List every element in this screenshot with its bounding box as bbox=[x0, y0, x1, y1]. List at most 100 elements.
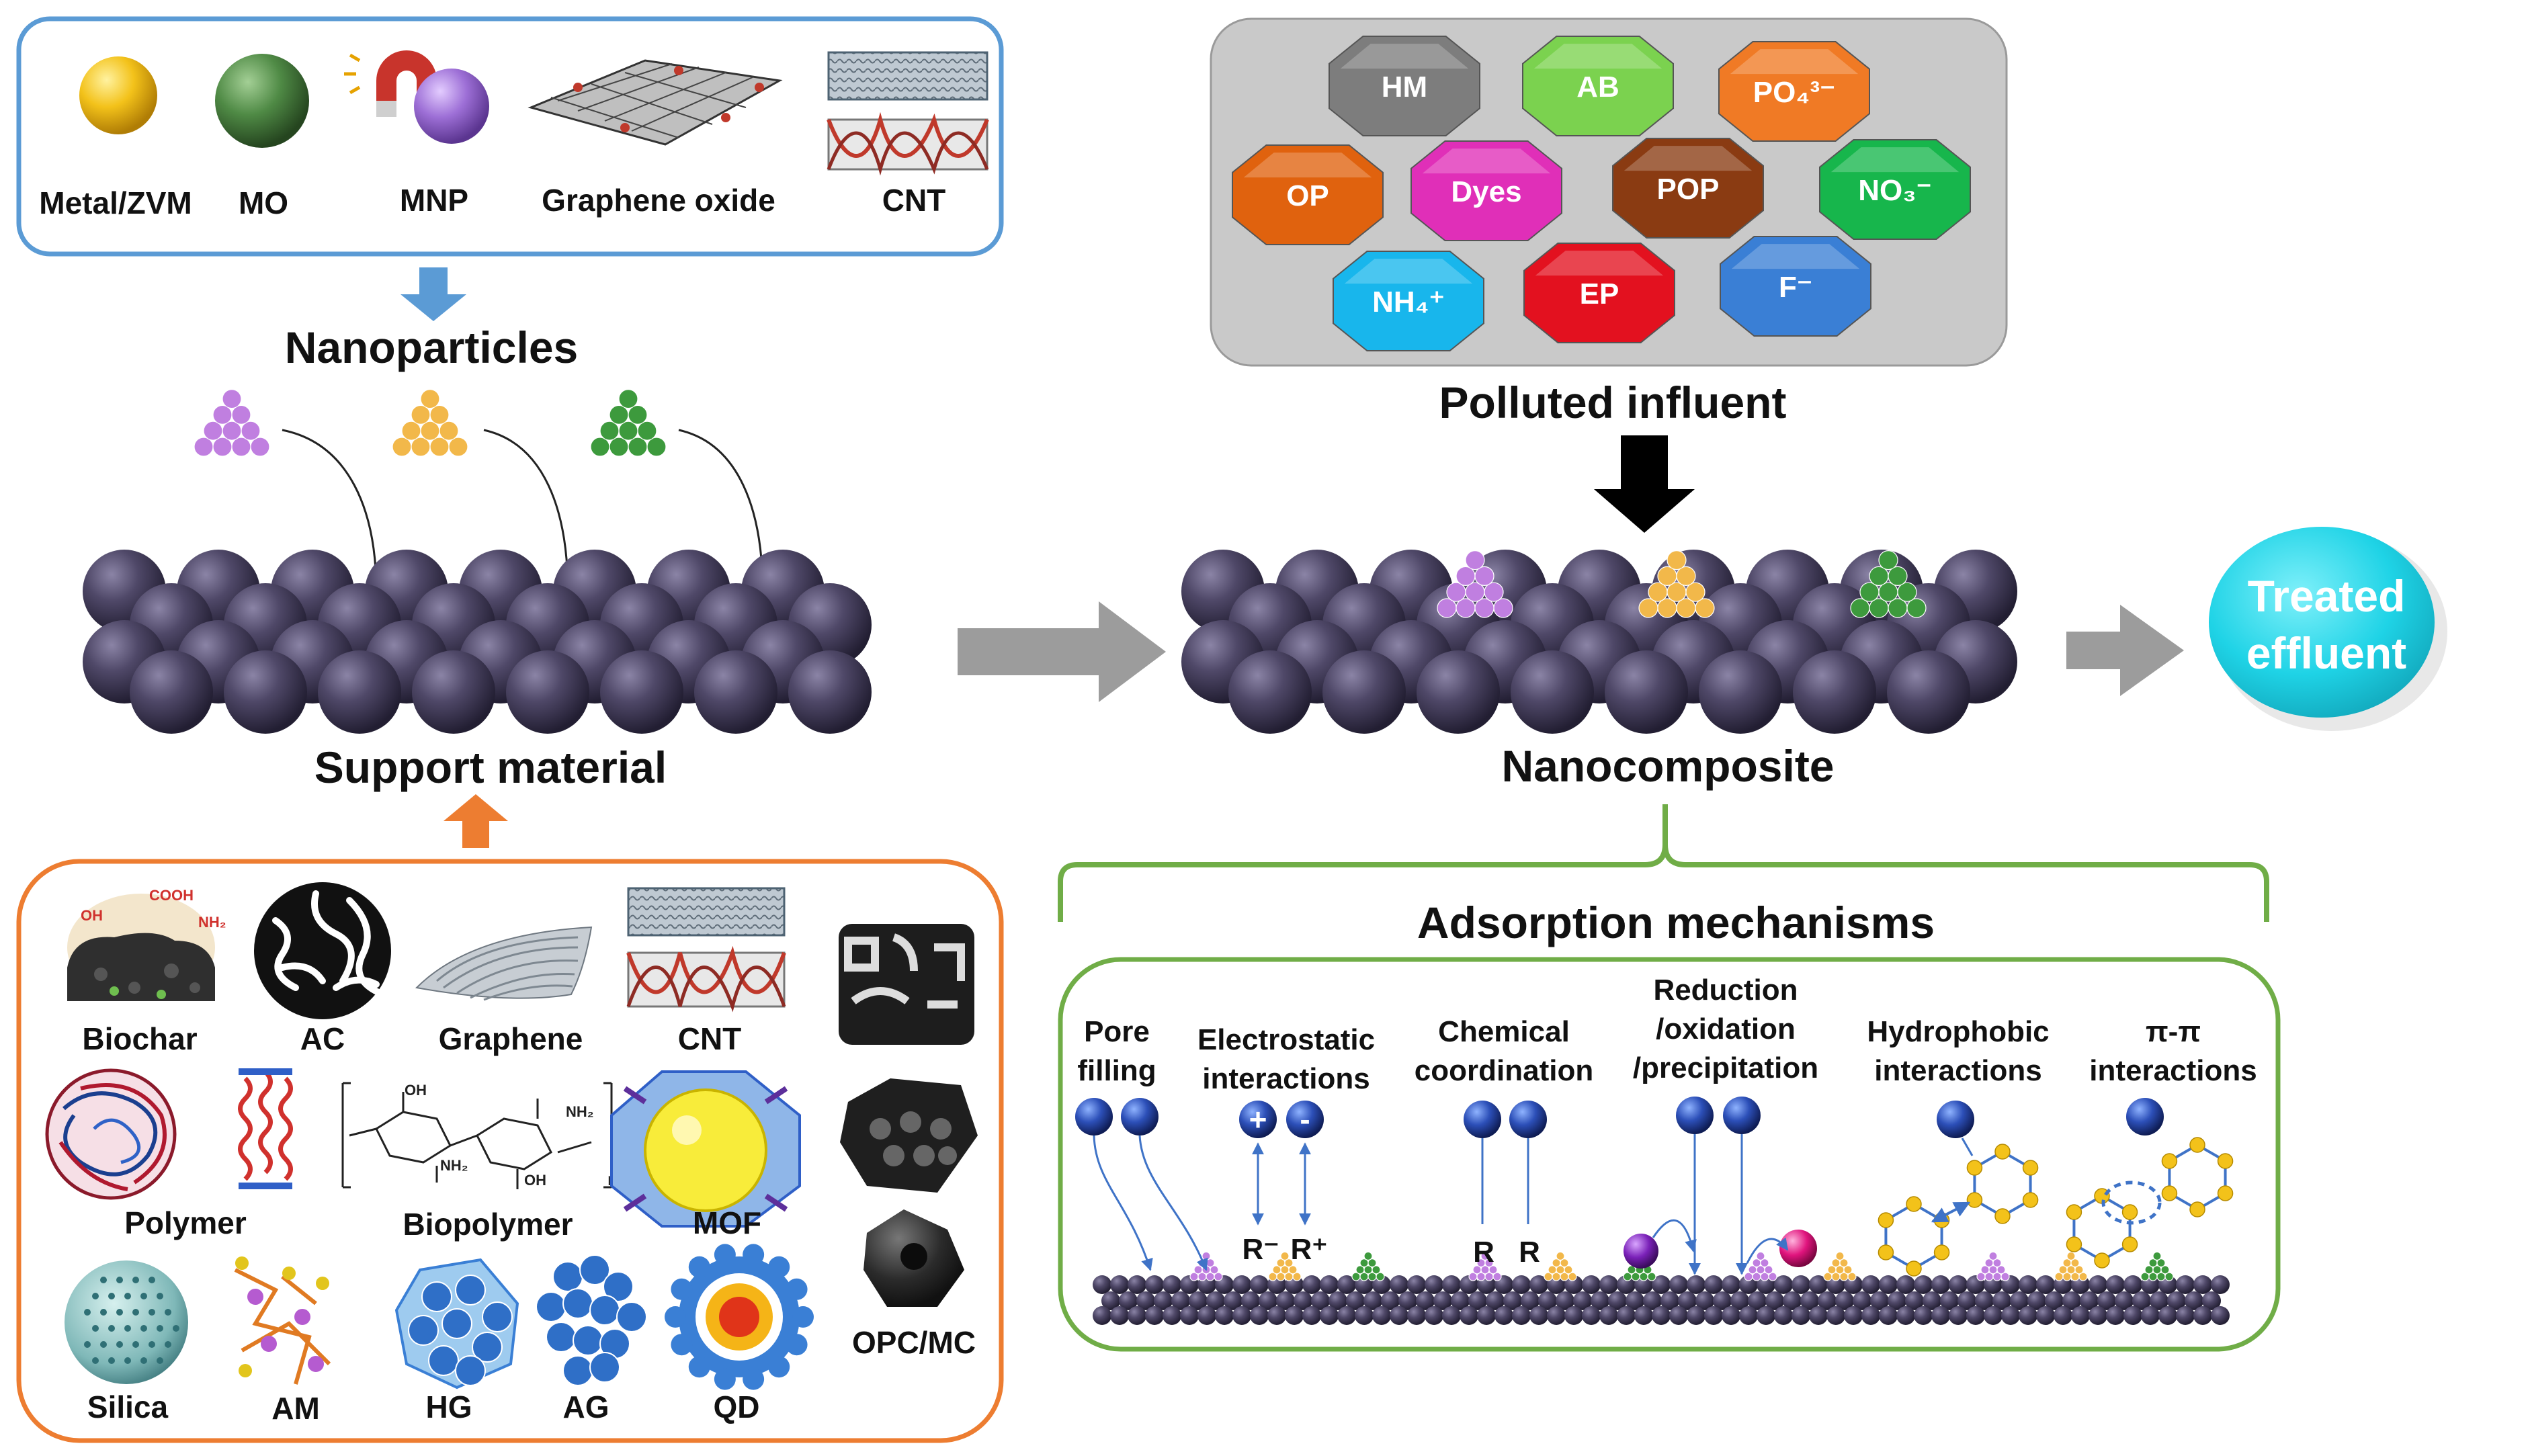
pollutant-badge: Dyes bbox=[1410, 140, 1562, 241]
adsorbate-ball bbox=[1509, 1101, 1547, 1138]
aerogel-icon bbox=[536, 1254, 647, 1386]
support-label-mof: MOF bbox=[693, 1205, 761, 1240]
support-label-graphene: Graphene bbox=[439, 1021, 583, 1056]
pi-pi-benzene-rings bbox=[2066, 1137, 2234, 1269]
green-nanoparticle-cluster bbox=[1850, 550, 1927, 618]
pollutant-badge: PO₄³⁻ bbox=[1718, 41, 1870, 142]
silica-icon bbox=[65, 1260, 188, 1384]
support-sphere bbox=[788, 650, 872, 734]
positive-charge-ball: + bbox=[1239, 1101, 1277, 1138]
small-nanoparticle-cluster bbox=[1823, 1251, 1857, 1281]
graphene-oxide-sheet-icon bbox=[528, 59, 783, 146]
adsorption-mechanisms-box bbox=[1058, 957, 2281, 1352]
carbon-nanotube-icon-support bbox=[626, 887, 786, 1013]
biochar-oh-label: OH bbox=[81, 907, 103, 924]
hydrophobic-line bbox=[1961, 1138, 1974, 1156]
negative-charge-ball: - bbox=[1286, 1101, 1324, 1138]
r-label-1: R bbox=[1473, 1236, 1494, 1269]
support-label-opc-mc: OPC/MC bbox=[852, 1325, 976, 1360]
treated-effluent-line2: effluent bbox=[2246, 628, 2406, 678]
support-sphere bbox=[1887, 650, 1970, 734]
metal-zvm-icon bbox=[79, 56, 157, 134]
support-label-qd: QD bbox=[714, 1389, 760, 1424]
np-label-mnp: MNP bbox=[400, 183, 468, 218]
pore-filling-arrow-2 bbox=[1138, 1135, 1208, 1271]
biopolymer-nh2-label-2: NH₂ bbox=[440, 1157, 468, 1174]
mechanism-label-line: /oxidation bbox=[1656, 1013, 1796, 1045]
support-sphere bbox=[224, 650, 307, 734]
mechanism-label-line: π-π bbox=[2146, 1015, 2201, 1048]
support-sphere bbox=[1605, 650, 1688, 734]
nanoparticle-clusters bbox=[194, 388, 667, 457]
magnetic-nanoparticle-icon bbox=[414, 69, 489, 144]
support-up-arrow bbox=[444, 794, 508, 848]
support-label-polymer: Polymer bbox=[124, 1205, 247, 1240]
pore-filling-arrow-1 bbox=[1093, 1135, 1153, 1271]
mof-icon bbox=[610, 1070, 801, 1228]
small-nanoparticle-cluster bbox=[1468, 1251, 1502, 1281]
mechanism-label-line: Reduction bbox=[1653, 974, 1798, 1007]
small-nanoparticle-cluster bbox=[1544, 1251, 1577, 1281]
adsorbate-ball bbox=[1937, 1101, 1974, 1138]
nanoparticles-heading: Nanoparticles bbox=[285, 323, 578, 372]
support-sphere bbox=[694, 650, 777, 734]
pi-pi-dashed-interaction bbox=[2101, 1181, 2162, 1225]
pollutant-badge: HM bbox=[1329, 36, 1480, 136]
r-plus-label: R⁺ bbox=[1291, 1233, 1328, 1266]
support-sphere bbox=[1417, 650, 1500, 734]
support-sphere bbox=[412, 650, 495, 734]
orange-nanoparticle-cluster bbox=[392, 388, 468, 457]
support-label-cnt: CNT bbox=[678, 1021, 742, 1056]
minus-sign: - bbox=[1300, 1102, 1310, 1137]
support-sphere bbox=[506, 650, 589, 734]
mechanism-label-line: Pore bbox=[1084, 1015, 1150, 1048]
nanocomposite-heading: Nanocomposite bbox=[1501, 741, 1834, 791]
mechanism-label-line: interactions bbox=[2089, 1054, 2257, 1087]
polymer-icon bbox=[45, 1068, 177, 1200]
activated-carbon-icon bbox=[254, 882, 391, 1019]
support-label-biopolymer: Biopolymer bbox=[403, 1207, 573, 1242]
pollutant-label: Dyes bbox=[1451, 175, 1521, 208]
treated-effluent-line1: Treated bbox=[2248, 571, 2406, 621]
support-label-silica: Silica bbox=[87, 1389, 169, 1424]
biopolymer-structure-icon bbox=[341, 1082, 613, 1189]
mechanism-nanoparticles bbox=[1189, 1251, 2174, 1281]
support-label-am: AM bbox=[271, 1391, 320, 1426]
support-sphere bbox=[318, 650, 401, 734]
hydrophobic-arrow bbox=[1931, 1201, 1971, 1223]
influent-down-arrow bbox=[1594, 435, 1695, 533]
pollutant-label: NO₃⁻ bbox=[1858, 174, 1932, 207]
pollutant-badge: NO₃⁻ bbox=[1819, 139, 1971, 240]
support-sphere bbox=[1793, 650, 1876, 734]
adsorbate-ball bbox=[1676, 1097, 1714, 1134]
mechanism-label-line: Chemical bbox=[1438, 1015, 1570, 1048]
mechanism-label-line: Hydrophobic bbox=[1867, 1015, 2049, 1048]
support-sphere bbox=[130, 650, 213, 734]
support-to-nanocomposite-arrow bbox=[958, 601, 1166, 702]
nanoparticles-down-arrow bbox=[401, 267, 466, 321]
mechanism-support-layer bbox=[1093, 1275, 2230, 1325]
adsorbate-ball bbox=[2126, 1098, 2164, 1136]
biopolymer-nh2-label-1: NH₂ bbox=[566, 1103, 594, 1120]
polluted-influent-heading: Polluted influent bbox=[1439, 378, 1787, 427]
support-sphere bbox=[1511, 650, 1594, 734]
support-sphere bbox=[1322, 650, 1406, 734]
ordered-porous-carbon-icon-1 bbox=[839, 924, 974, 1045]
pollutant-label: AB bbox=[1576, 71, 1619, 103]
np-label-cnt: CNT bbox=[882, 183, 946, 218]
pollutant-label: PO₄³⁻ bbox=[1753, 76, 1835, 109]
pollutant-label: NH₄⁺ bbox=[1372, 286, 1445, 318]
biopolymer-oh-label-1: OH bbox=[405, 1082, 427, 1099]
support-sphere bbox=[1228, 650, 1312, 734]
adsorbate-ball bbox=[1464, 1101, 1501, 1138]
support-label-hg: HG bbox=[426, 1389, 472, 1424]
purple-nanoparticle-cluster bbox=[1437, 550, 1513, 618]
support-material-heading: Support material bbox=[314, 742, 667, 792]
pollutant-label: POP bbox=[1657, 173, 1720, 206]
ordered-porous-carbon-icon-3 bbox=[863, 1209, 964, 1307]
r-label-2: R bbox=[1519, 1236, 1540, 1269]
np-label-graphene-oxide: Graphene oxide bbox=[542, 183, 775, 218]
ordered-porous-carbon-icon-2 bbox=[840, 1078, 978, 1193]
nanoparticle-types-panel: Metal/ZVM MO MNP Graphene oxide CNT bbox=[16, 16, 1004, 257]
adsorbate-ball bbox=[1075, 1098, 1113, 1136]
